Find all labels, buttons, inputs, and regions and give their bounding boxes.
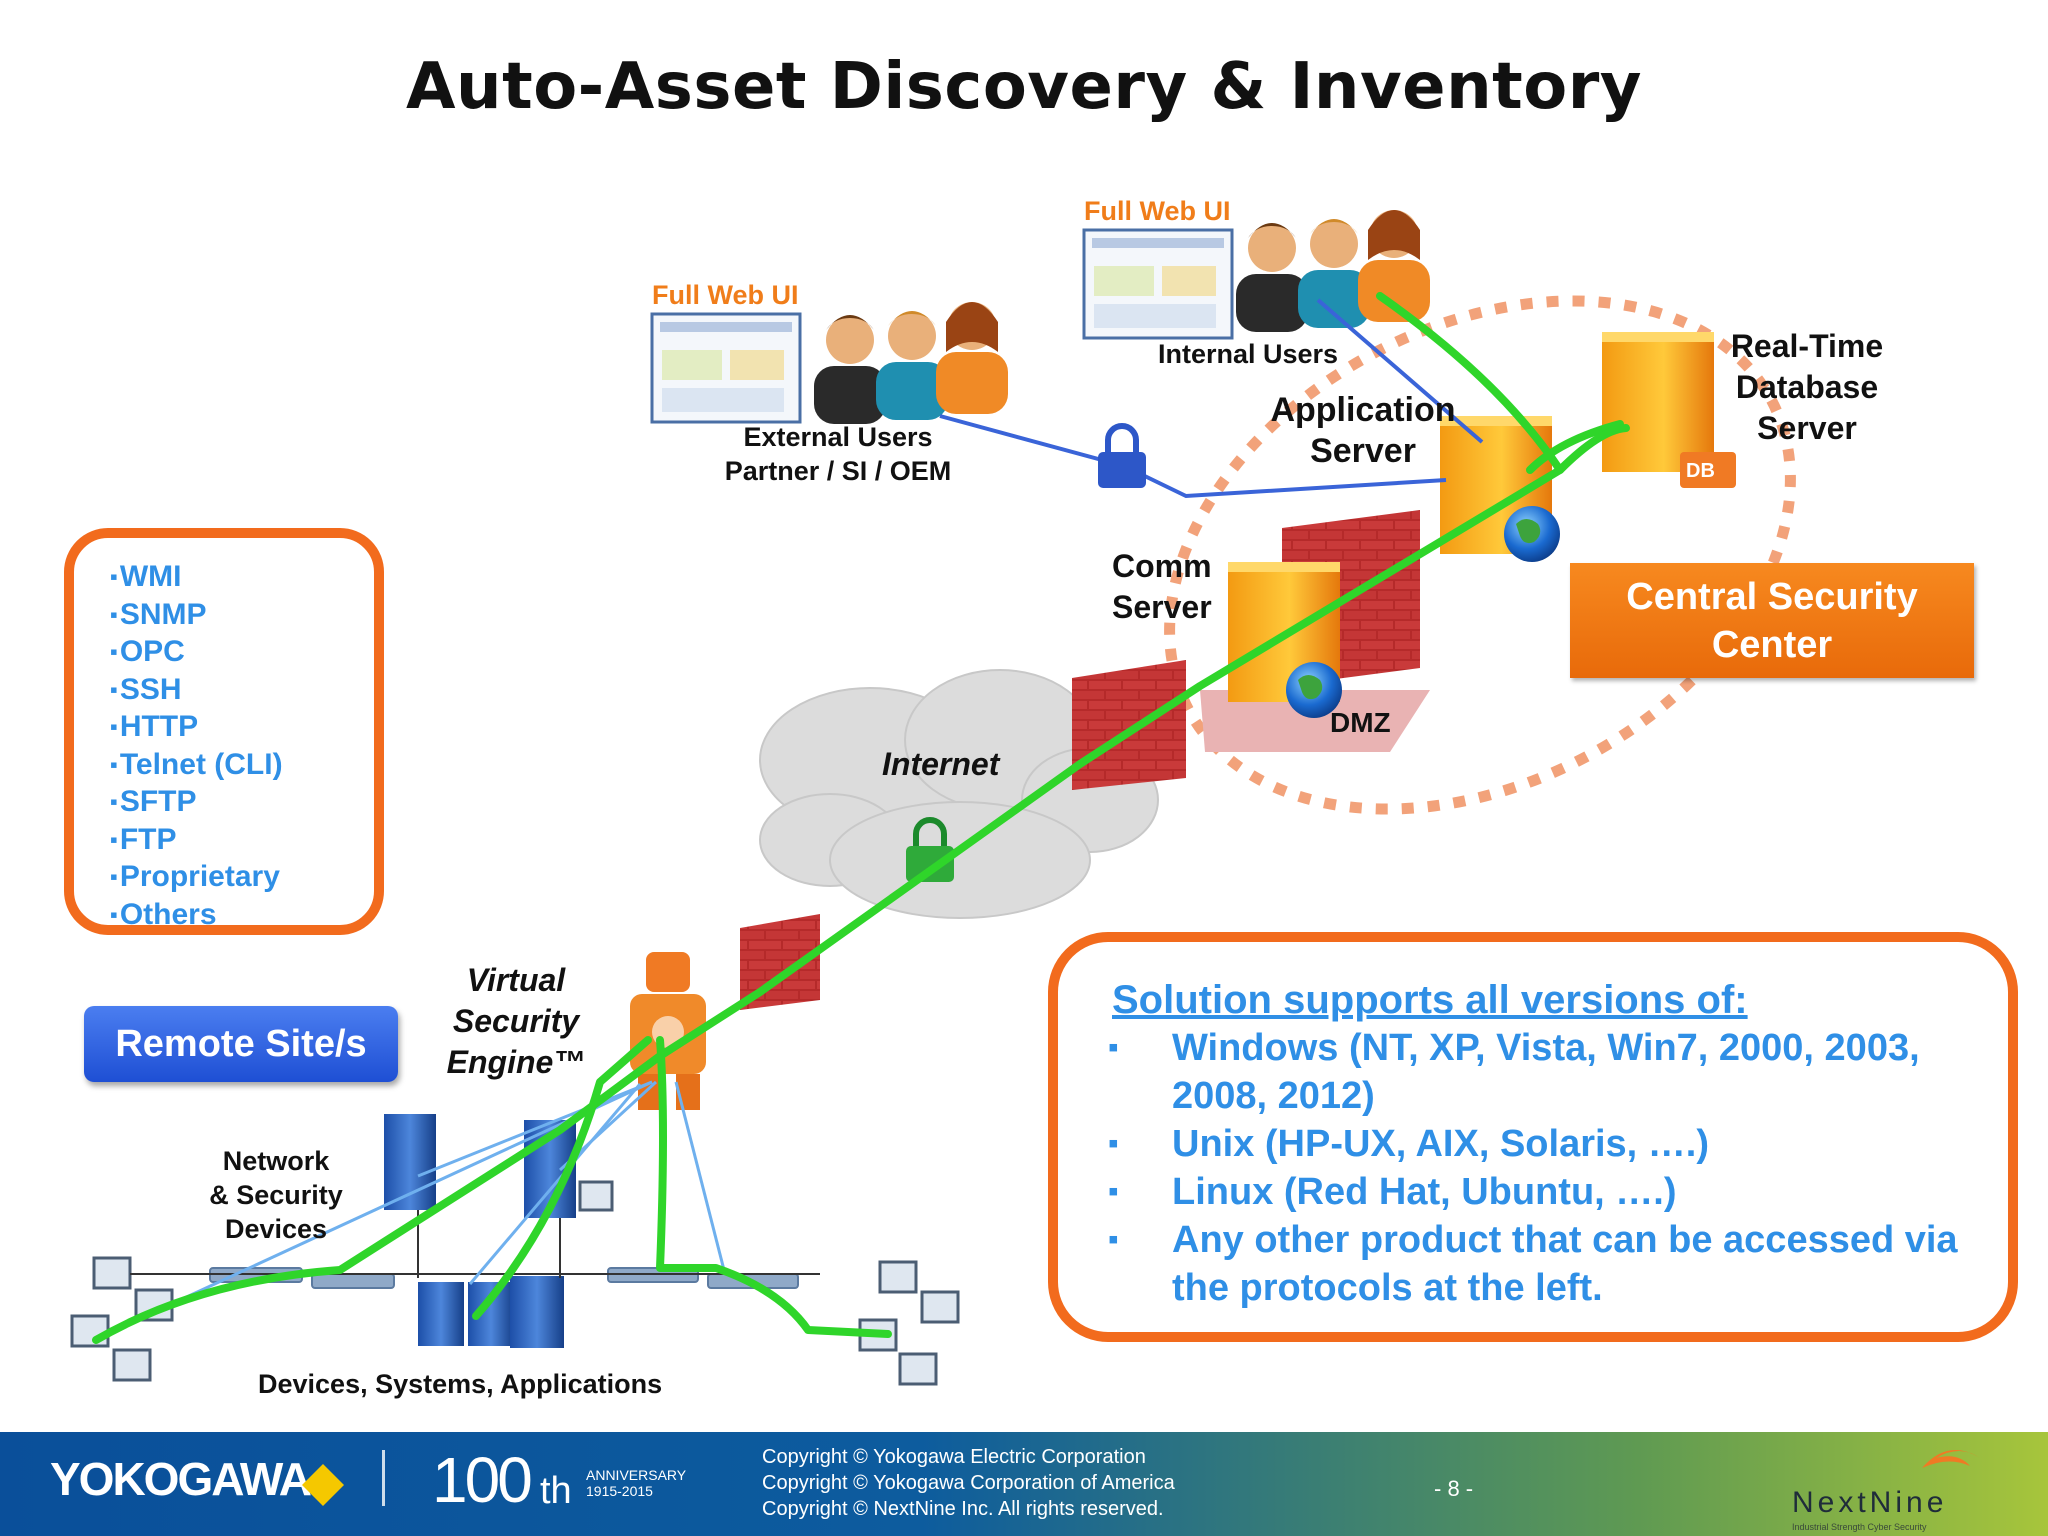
protocol-item: Proprietary — [110, 858, 374, 896]
nextnine-swirl-icon — [1922, 1450, 1980, 1468]
solution-item: Linux (Red Hat, Ubuntu, ….) — [1108, 1168, 1988, 1216]
lock-icon — [906, 423, 1146, 882]
dmz-zone — [1200, 690, 1430, 752]
slide-title: Auto-Asset Discovery & Inventory — [406, 50, 1642, 124]
external-users-line1: External Users — [743, 422, 933, 452]
solution-list: Windows (NT, XP, Vista, Win7, 2000, 2003… — [1108, 1024, 1988, 1312]
realtime-db-label: Real-Time Database Server — [1710, 326, 1904, 449]
solution-item: Any other product that can be accessed v… — [1108, 1216, 1988, 1312]
security-center-zone — [1164, 295, 1796, 815]
db-icon — [1680, 452, 1736, 488]
protocol-item: Telnet (CLI) — [110, 746, 374, 784]
anniversary-line1: ANNIVERSARY — [586, 1467, 687, 1483]
protocol-item: Others — [110, 896, 374, 934]
vse-line3: Engine™ — [446, 1044, 586, 1080]
copyright-line: Copyright © NextNine Inc. All rights res… — [762, 1498, 1164, 1520]
user-link-line — [939, 298, 1484, 499]
dmz-label: DMZ — [1330, 707, 1391, 738]
connection-path — [92, 292, 1630, 1344]
anniversary-text: ANNIVERSARY 1915-2015 — [586, 1467, 686, 1499]
copyright-block: Copyright © Yokogawa Electric Corporatio… — [762, 1444, 1175, 1522]
protocols-box: WMI SNMP OPC SSH HTTP Telnet (CLI) SFTP … — [64, 528, 384, 935]
full-web-ui-external-label: Full Web UI — [652, 280, 799, 310]
protocol-item: SSH — [110, 671, 374, 709]
protocol-item: FTP — [110, 821, 374, 859]
external-users-line2: Partner / SI / OEM — [724, 456, 952, 486]
vse-line1: Virtual — [466, 962, 566, 998]
comm-server-line1: Comm — [1112, 548, 1212, 584]
globe-icon — [1286, 506, 1560, 718]
solution-box: Solution supports all versions of: Windo… — [1048, 932, 2018, 1342]
comm-server-label: Comm Server — [1112, 546, 1212, 628]
page-number: - 8 - — [1434, 1476, 1474, 1501]
internal-users-label: Internal Users — [1158, 339, 1339, 369]
protocol-item: HTTP — [110, 708, 374, 746]
nextnine-logo: NextNine — [1792, 1486, 1948, 1519]
network-devices-line2: & Security — [209, 1180, 343, 1210]
protocol-item: OPC — [110, 633, 374, 671]
network-devices-line1: Network — [222, 1146, 330, 1176]
application-server-label: Application Server — [1260, 390, 1466, 472]
users-icon — [814, 210, 1430, 424]
protocol-item: WMI — [110, 558, 374, 596]
yokogawa-logo: YOKOGAWA — [50, 1453, 312, 1505]
remote-sites-button[interactable]: Remote Site/s — [84, 1006, 398, 1082]
central-security-center-box: Central Security Center — [1570, 563, 1974, 678]
solution-title: Solution supports all versions of: — [1112, 978, 1748, 1022]
application-server-line2: Server — [1310, 432, 1416, 470]
footer-divider — [382, 1450, 385, 1506]
copyright-line: Copyright © Yokogawa Electric Corporatio… — [762, 1446, 1146, 1468]
solution-item: Windows (NT, XP, Vista, Win7, 2000, 2003… — [1108, 1024, 1988, 1120]
realtime-db-line3: Server — [1757, 410, 1857, 446]
workstation-icon — [70, 1180, 960, 1386]
centennial-suffix: th — [540, 1470, 572, 1512]
anniversary-line2: 1915-2015 — [586, 1483, 653, 1499]
virtual-security-engine-label: Virtual Security Engine™ — [424, 960, 608, 1083]
internet-label: Internet — [882, 746, 1000, 782]
devices-systems-label: Devices, Systems, Applications — [258, 1369, 663, 1399]
diamond-icon — [302, 1464, 344, 1506]
web-ui-screenshot-icon — [650, 228, 1234, 424]
comm-server-line2: Server — [1112, 589, 1212, 625]
db-label: DB — [1686, 460, 1715, 482]
csc-line2: Center — [1711, 624, 1833, 666]
network-devices-line3: Devices — [224, 1214, 328, 1244]
application-server-line1: Application — [1270, 391, 1456, 429]
realtime-db-line2: Database — [1735, 369, 1879, 405]
csc-line1: Central Security — [1626, 576, 1918, 618]
protocol-item: SFTP — [110, 783, 374, 821]
centennial-logo: 100 — [432, 1444, 533, 1516]
protocols-list: WMI SNMP OPC SSH HTTP Telnet (CLI) SFTP … — [74, 538, 374, 933]
realtime-db-line1: Real-Time — [1730, 328, 1884, 364]
full-web-ui-internal-label: Full Web UI — [1084, 196, 1231, 226]
external-users-label: External Users Partner / SI / OEM — [700, 420, 976, 488]
nextnine-tagline: Industrial Strength Cyber Security — [1792, 1522, 1927, 1532]
solution-item: Unix (HP-UX, AIX, Solaris, ….) — [1108, 1120, 1988, 1168]
network-devices-label: Network & Security Devices — [188, 1144, 364, 1246]
copyright-line: Copyright © Yokogawa Corporation of Amer… — [762, 1472, 1175, 1494]
network-diagram — [70, 210, 1796, 1386]
vse-line2: Security — [452, 1003, 580, 1039]
protocol-item: SNMP — [110, 596, 374, 634]
